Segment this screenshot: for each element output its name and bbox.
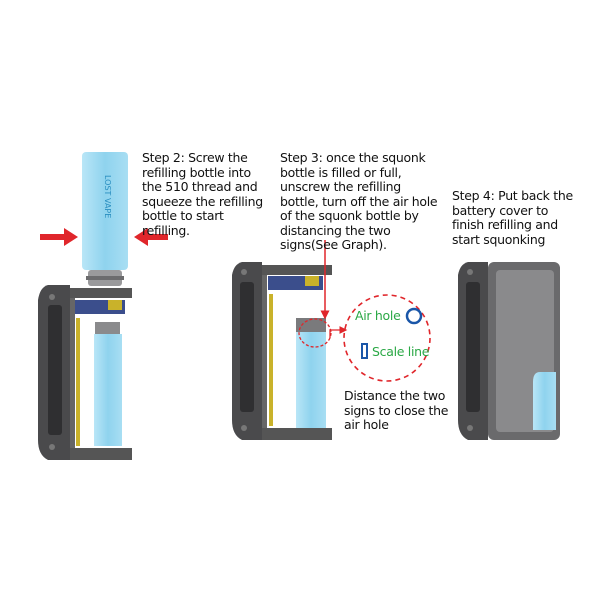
squeeze-arrows <box>40 228 168 246</box>
scale-line-label: Scale line <box>372 344 430 359</box>
step-2-text: Step 2: Screw the refilling bottle into … <box>142 150 263 238</box>
device-closing-air-hole <box>232 240 348 440</box>
air-hole-marker-icon <box>405 307 423 325</box>
refilling-bottle: LOST VAPE <box>82 152 128 286</box>
distance-note: Distance the two signs to close the air … <box>344 388 449 432</box>
scale-line-marker-icon <box>361 343 368 359</box>
device-closed <box>458 262 560 440</box>
step-4-text: Step 4: Put back the battery cover to fi… <box>452 188 573 247</box>
device-open-refilling <box>38 285 132 460</box>
air-hole-callout <box>343 294 431 382</box>
bottle-logo: LOST VAPE <box>103 175 112 218</box>
air-hole-label: Air hole <box>355 308 401 323</box>
step-3-text: Step 3: once the squonk bottle is filled… <box>280 150 438 252</box>
